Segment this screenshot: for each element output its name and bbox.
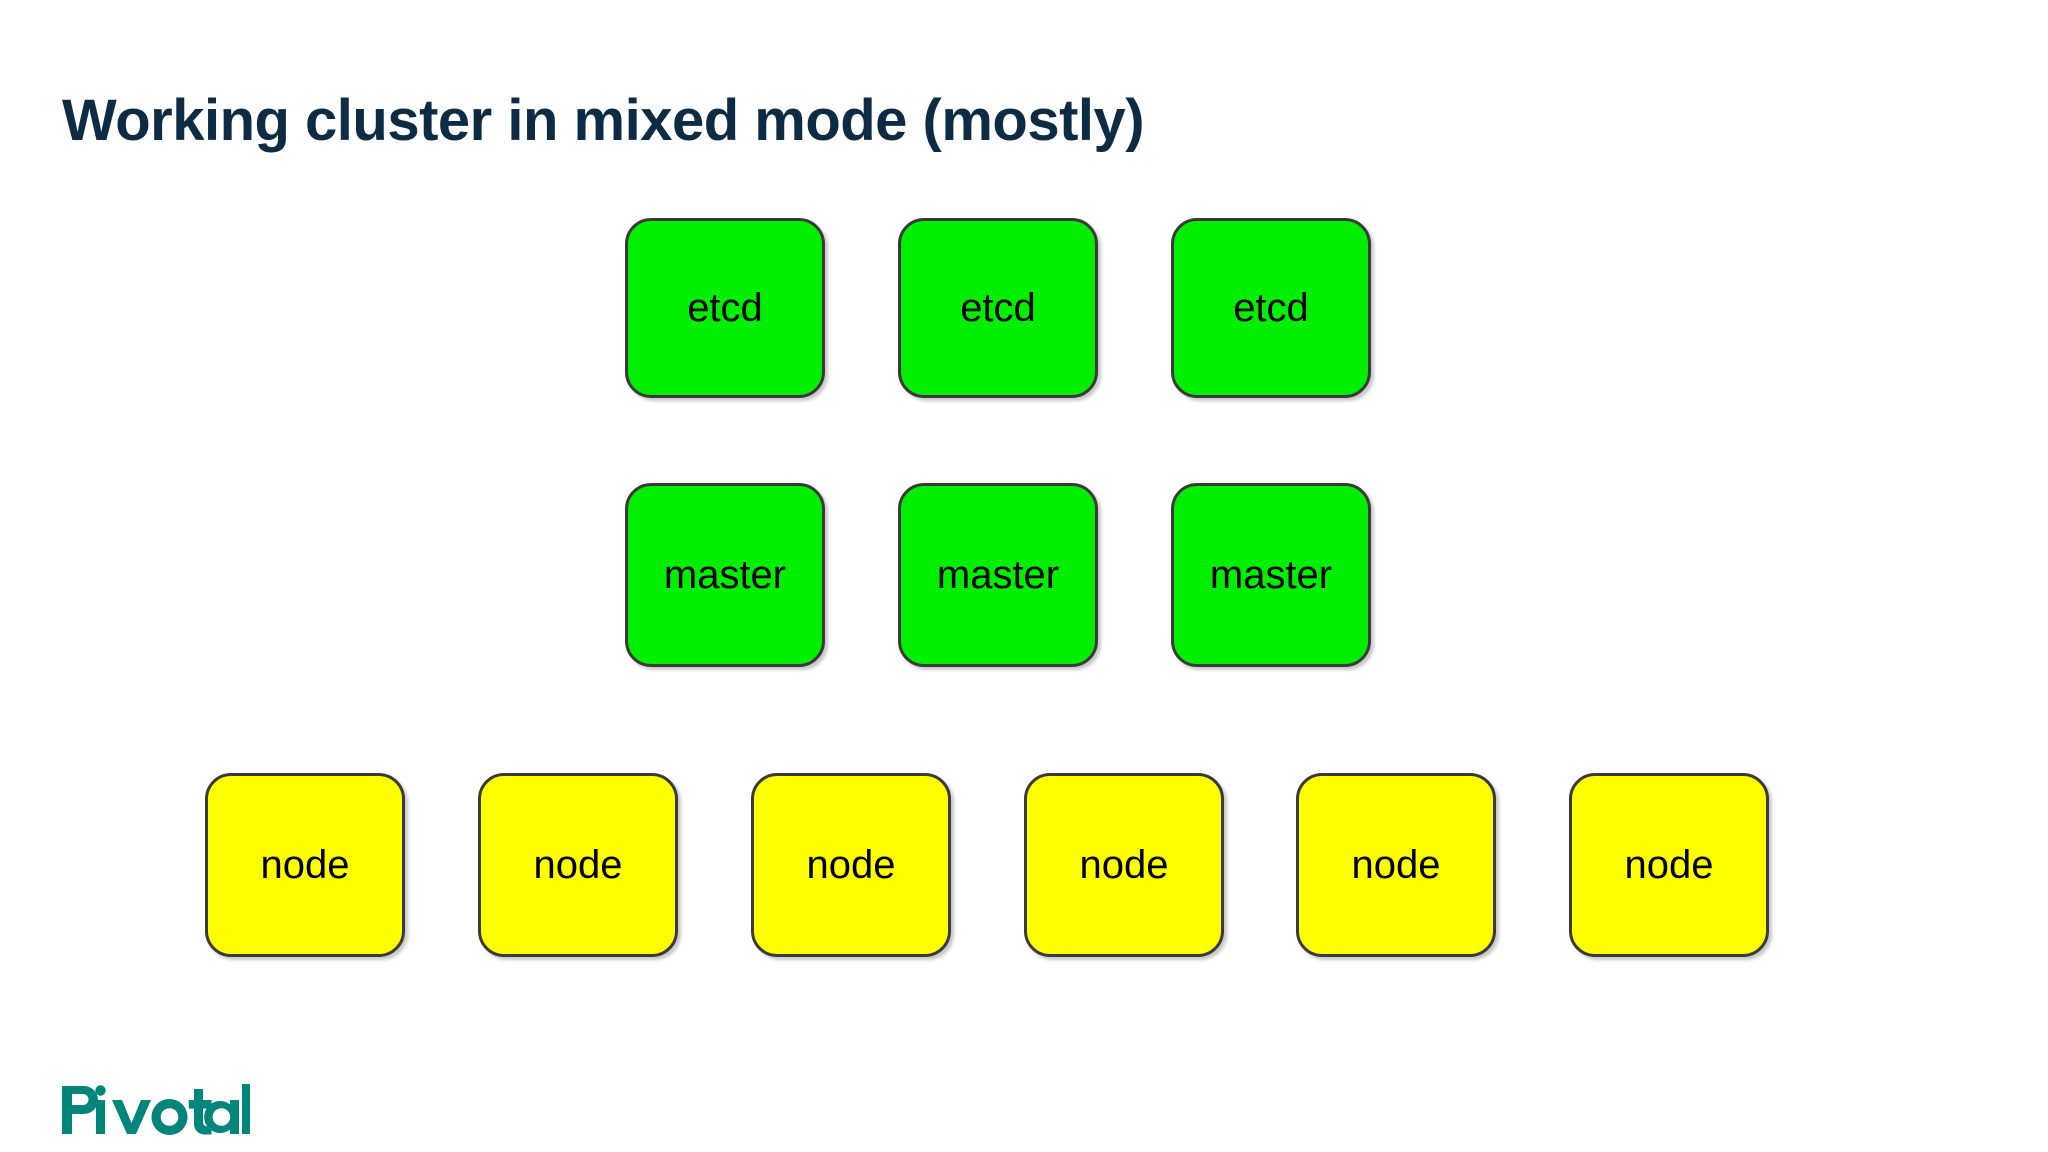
etcd-box[interactable]: etcd [1171,218,1371,398]
node-box[interactable]: node [205,773,405,957]
node-box-label: node [1625,843,1714,888]
node-box-label: node [534,843,623,888]
node-box[interactable]: node [1024,773,1224,957]
master-box[interactable]: master [625,483,825,667]
node-box[interactable]: node [478,773,678,957]
etcd-box[interactable]: etcd [625,218,825,398]
node-box-label: node [1352,843,1441,888]
node-box[interactable]: node [1569,773,1769,957]
node-box-label: node [261,843,350,888]
master-box[interactable]: master [898,483,1098,667]
master-box-label: master [937,553,1059,598]
master-box-label: master [1210,553,1332,598]
node-box-label: node [1080,843,1169,888]
node-box[interactable]: node [751,773,951,957]
etcd-box-label: etcd [960,286,1036,331]
master-box-label: master [664,553,786,598]
node-box[interactable]: node [1296,773,1496,957]
node-box-label: node [807,843,896,888]
pivotal-logo [60,1076,250,1136]
master-box[interactable]: master [1171,483,1371,667]
etcd-box-label: etcd [1233,286,1309,331]
etcd-box-label: etcd [687,286,763,331]
etcd-box[interactable]: etcd [898,218,1098,398]
